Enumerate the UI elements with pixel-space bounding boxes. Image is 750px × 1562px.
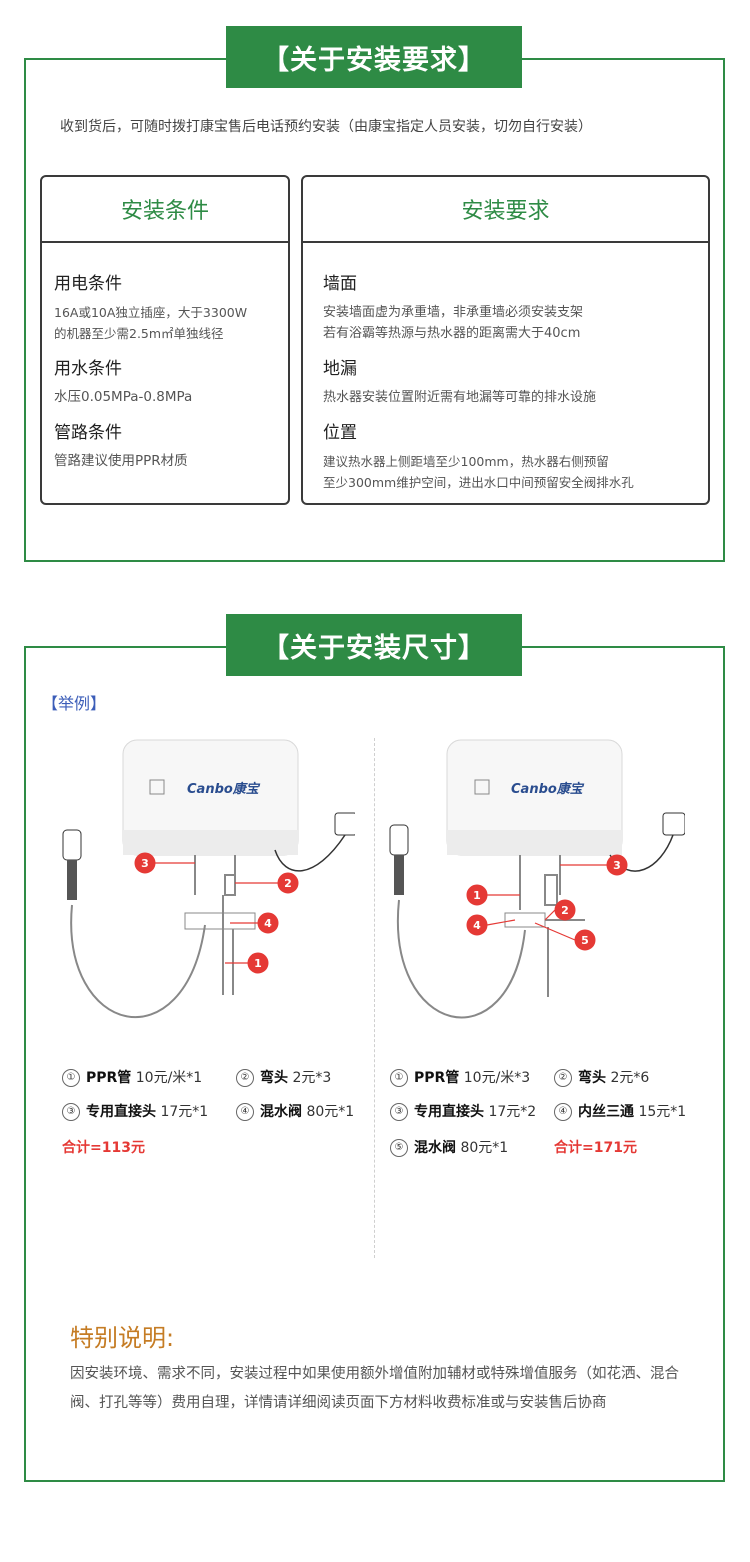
install-requirements-heading: 安装要求 <box>303 177 708 243</box>
heater-brand: Canbo康宝 <box>187 781 261 797</box>
power-socket-icon <box>334 812 355 836</box>
svg-text:2: 2 <box>284 877 292 890</box>
heater-brand: Canbo康宝 <box>511 781 585 797</box>
floor-drain-title: 地漏 <box>323 359 357 379</box>
wall-text: 安装墙面虚为承重墙，非承重墙必须安装支架 若有浴霸等热源与热水器的距离需大于40… <box>323 305 584 341</box>
install-conditions-box: 安装条件 用电条件 16A或10A独立插座，大于3300W 的机器至少需2.5m… <box>40 175 290 505</box>
install-conditions-heading: 安装条件 <box>42 177 288 243</box>
pipe-condition-title: 管路条件 <box>54 423 122 443</box>
left-install-diagram: Canbo康宝 3 2 4 1 <box>62 739 355 1018</box>
power-condition-text: 16A或10A独立插座，大于3300W 的机器至少需2.5m㎡单独线径 <box>54 305 248 341</box>
svg-text:4: 4 <box>473 919 481 932</box>
svg-text:5: 5 <box>581 934 589 947</box>
svg-text:3: 3 <box>141 857 149 870</box>
power-condition-title: 用电条件 <box>54 274 122 294</box>
wall-title: 墙面 <box>323 274 357 294</box>
heater-logo-icon <box>474 779 490 795</box>
install-requirements-box: 安装要求 墙面 安装墙面虚为承重墙，非承重墙必须安装支架 若有浴霸等热源与热水器… <box>301 175 710 505</box>
right-install-diagram: Canbo康宝 1 3 2 4 5 <box>389 739 685 1019</box>
heater-logo-icon <box>149 779 165 795</box>
install-size-title: 【关于安装尺寸】 <box>226 614 522 676</box>
svg-text:3: 3 <box>613 859 621 872</box>
shower-head-icon <box>389 824 409 856</box>
column-divider <box>374 738 375 1258</box>
pipe-condition-text: 管路建议使用PPR材质 <box>54 453 188 469</box>
svg-text:2: 2 <box>561 904 569 917</box>
water-condition-text: 水压0.05MPa-0.8MPa <box>54 389 193 405</box>
position-title: 位置 <box>323 423 357 443</box>
special-note-text: 因安装环境、需求不同，安装过程中如果使用额外增值附加辅材或特殊增值服务（如花洒、… <box>70 1366 679 1411</box>
svg-text:4: 4 <box>264 917 272 930</box>
water-condition-title: 用水条件 <box>54 359 122 379</box>
install-intro: 收到货后，可随时拨打康宝售后电话预约安装（由康宝指定人员安装，切勿自行安装） <box>60 119 592 135</box>
svg-text:1: 1 <box>473 889 481 902</box>
install-requirements-title: 【关于安装要求】 <box>226 26 522 88</box>
svg-text:1: 1 <box>254 957 262 970</box>
left-total: 合计=113元 <box>62 1140 145 1156</box>
special-note-title: 特别说明: <box>70 1324 175 1352</box>
shower-head-icon <box>62 829 82 861</box>
floor-drain-text: 热水器安装位置附近需有地漏等可靠的排水设施 <box>323 390 597 405</box>
example-tag: 【举例】 <box>42 694 107 713</box>
power-socket-icon <box>662 812 685 836</box>
position-text: 建议热水器上侧距墙至少100mm，热水器右侧预留 至少300mm维护空间，进出水… <box>323 454 634 490</box>
right-total: 合计=171元 <box>554 1140 637 1156</box>
